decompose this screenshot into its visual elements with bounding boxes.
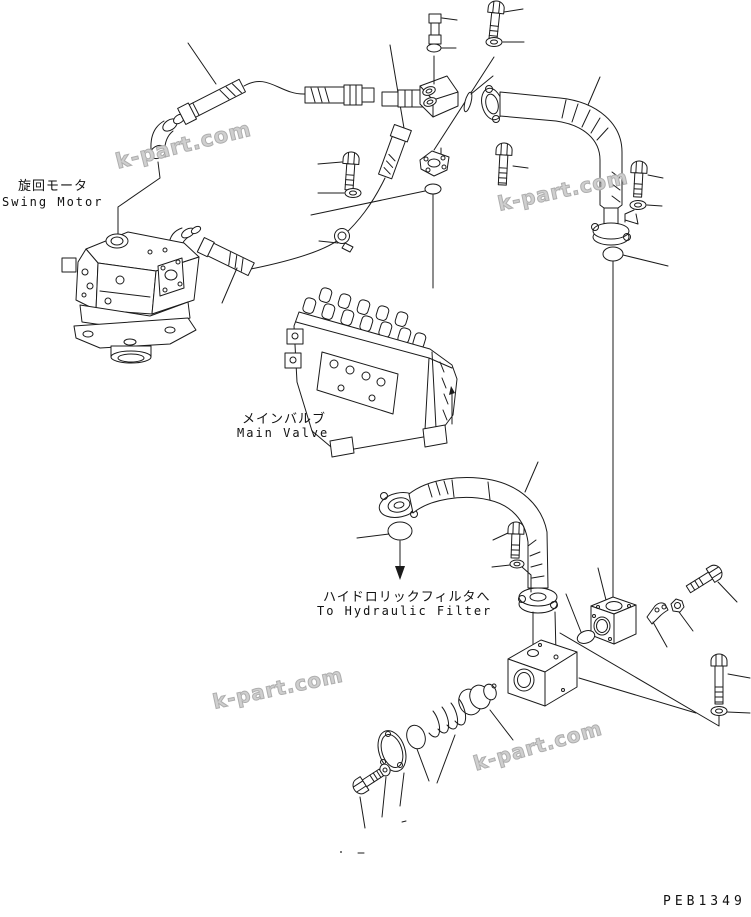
bolt-middle-left: [341, 151, 360, 190]
tube-oring: [603, 247, 668, 266]
lower-tube-flange-bottom: [519, 588, 558, 613]
cover-washer: [378, 763, 391, 817]
hose-vertical: [377, 124, 412, 179]
valve-cover: [373, 727, 411, 822]
washer-top-right: [486, 38, 524, 47]
swing-motor-label-en: Swing Motor: [2, 195, 104, 209]
hose-clamp: [319, 229, 353, 253]
tube-flange-left: [478, 86, 505, 123]
valve-oring: [404, 723, 429, 781]
main-valve-label-jp: メインバルブ: [242, 412, 327, 427]
return-tube-upper: [478, 86, 668, 599]
valve-inlet-oring: [311, 184, 441, 215]
tube-flange-bottom: [592, 214, 639, 245]
callout-lines: [188, 43, 719, 726]
nut-small: [671, 599, 693, 631]
bolt-lower-tube: [507, 522, 524, 559]
washer-right-edge: [625, 201, 662, 223]
upper-hose-assembly: [148, 78, 424, 162]
plug-oring: [427, 44, 441, 52]
reference-dashes: [340, 851, 364, 853]
nipple-fitting: [429, 14, 457, 44]
clamp-plate: [647, 603, 668, 647]
hose-middle: [305, 85, 374, 105]
washer-bottom-right: [711, 707, 750, 716]
bolt-diagonal: [684, 562, 725, 596]
bolt-bottom-right: [711, 654, 727, 704]
filter-arrow-head: [395, 566, 405, 580]
washer-middle-left: [318, 189, 361, 198]
filter-oring: [357, 522, 412, 540]
washer-lower-tube: [492, 560, 531, 592]
check-valve-block: [508, 640, 696, 713]
to-hydraulic-filter-label-en: To Hydraulic Filter: [317, 604, 493, 618]
valve-caps-back: [318, 287, 409, 328]
motor-port-leader: [118, 162, 160, 236]
main-valve-label-en: Main Valve: [237, 426, 330, 440]
oring-elbow-block: [566, 594, 597, 646]
return-tube-lower: [377, 478, 558, 654]
valve-caps-front: [302, 297, 427, 350]
valve-poppet: [455, 682, 513, 740]
gasket: [463, 92, 474, 113]
hose-connector-fitting: [382, 90, 424, 107]
bolt-right-edge: [630, 161, 648, 198]
main-valve-drawing: [285, 287, 457, 457]
cover-bolt: [350, 766, 386, 797]
hose-upper: [178, 78, 247, 125]
bolt-top-right: [485, 0, 505, 41]
bolt-flange: [494, 143, 512, 186]
valve-spring: [429, 699, 466, 783]
hose-route-curve: [251, 178, 385, 269]
swing-motor-label-jp: 旋回モータ: [18, 179, 89, 194]
elbow-block-lower: [591, 568, 636, 644]
hose-motor: [197, 238, 254, 277]
drawing-number: PEB1349: [663, 894, 746, 909]
to-hydraulic-filter-label-jp: ハイドロリックフィルタへ: [323, 590, 491, 605]
junction-block: [420, 14, 493, 117]
valve-inlet-flange: [420, 148, 449, 176]
swing-motor-drawing: [62, 232, 199, 363]
